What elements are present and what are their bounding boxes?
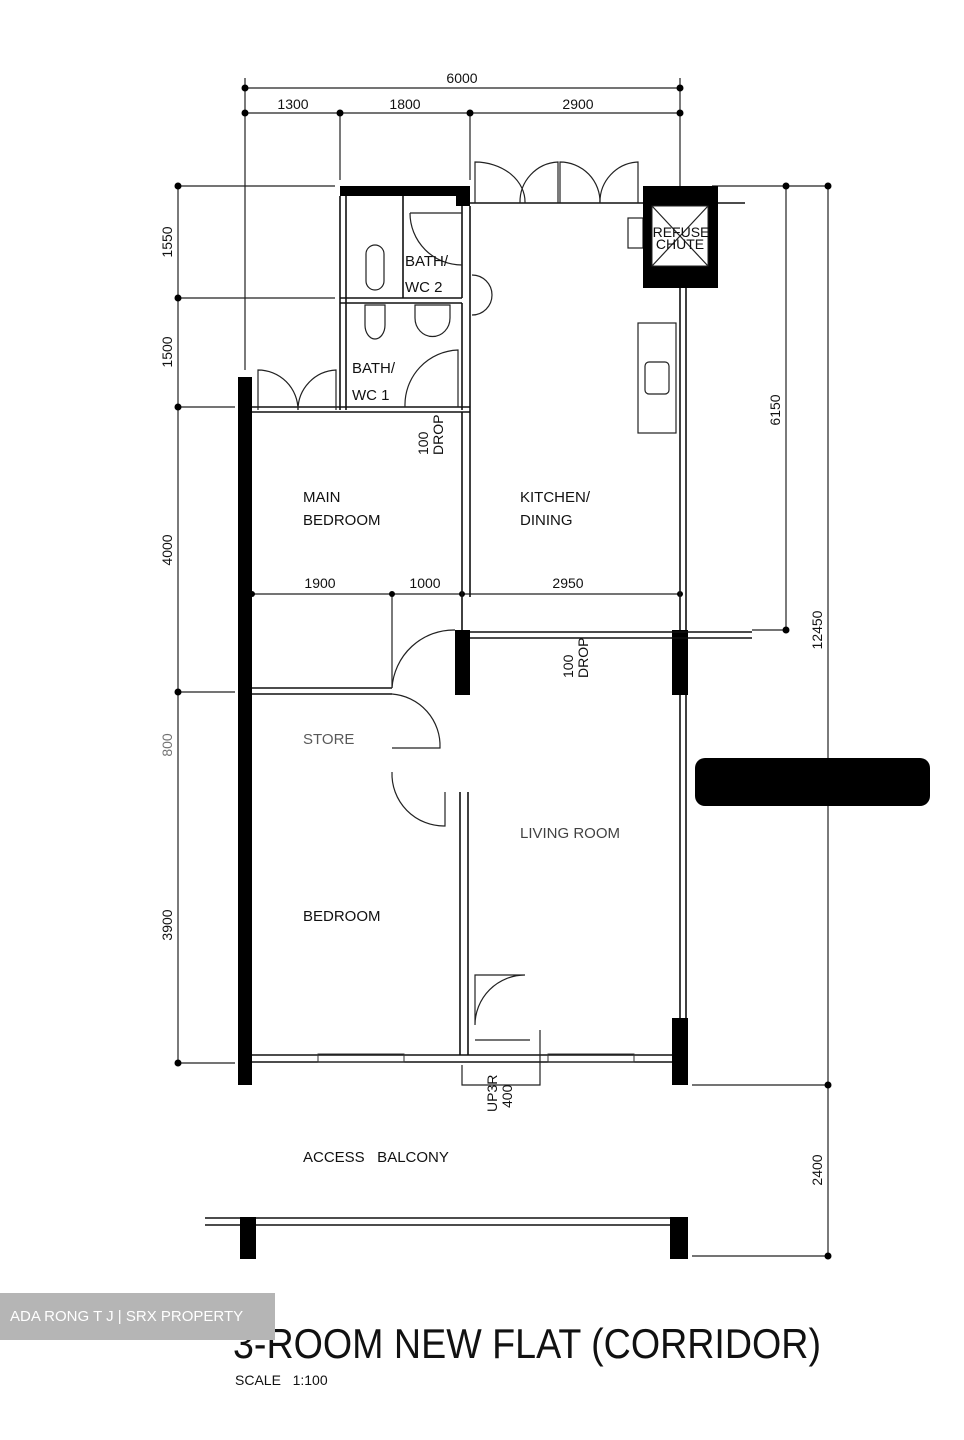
dim-2900: 2900: [562, 96, 593, 112]
dim-4000: 4000: [159, 534, 175, 565]
bath2-label: BATH/: [405, 253, 449, 270]
dim-6150: 6150: [767, 394, 783, 425]
dim-1550: 1550: [159, 226, 175, 257]
dim-1900: 1900: [304, 575, 335, 591]
bedroom-label: BEDROOM: [303, 908, 381, 925]
right-dimensions: 6150 12450 2400: [692, 182, 832, 1260]
bath1-label: BATH/: [352, 360, 396, 377]
dim-6000: 6000: [446, 70, 477, 86]
drop-note-1: 100: [415, 431, 431, 455]
top-dimensions: 6000 1300 1800 2900: [241, 70, 684, 370]
walls: [205, 186, 752, 1259]
left-dimensions: 1550 1500 4000 800 3900: [159, 182, 335, 1067]
main-bedroom-label-2: BEDROOM: [303, 512, 381, 529]
drop-note-2b: DROP: [575, 638, 591, 678]
dim-3900: 3900: [159, 909, 175, 940]
kitchen-label: KITCHEN/: [520, 489, 591, 506]
dim-1800: 1800: [389, 96, 420, 112]
wc1-label: WC 1: [352, 387, 390, 404]
dim-1300: 1300: [277, 96, 308, 112]
up-note-b: 400: [499, 1084, 515, 1108]
dim-800: 800: [159, 733, 175, 757]
mid-dimensions: 1900 1000 2950: [249, 575, 683, 688]
dim-1000: 1000: [409, 575, 440, 591]
plan-scale: SCALE 1:100: [235, 1372, 328, 1388]
doors: [257, 161, 677, 1086]
refuse-chute: REFUSE CHUTE: [643, 186, 718, 288]
drop-note-2: 100: [560, 654, 576, 678]
dim-12450: 12450: [809, 610, 825, 649]
notes: 100 DROP 100 DROP UP3R 400: [415, 415, 591, 1112]
drop-note-1b: DROP: [430, 415, 446, 455]
dim-2950: 2950: [552, 575, 583, 591]
living-room-label: LIVING ROOM: [520, 825, 620, 842]
redacted-label: [695, 758, 930, 806]
dim-1500: 1500: [159, 336, 175, 367]
dining-label: DINING: [520, 512, 573, 529]
access-balcony-label: ACCESS BALCONY: [303, 1149, 449, 1166]
dim-2400: 2400: [809, 1154, 825, 1185]
store-label: STORE: [303, 731, 354, 748]
main-bedroom-label: MAIN: [303, 489, 341, 506]
plan-title: 3-ROOM NEW FLAT (CORRIDOR): [233, 1320, 821, 1367]
up-note: UP3R: [484, 1075, 500, 1112]
chute-label: CHUTE: [656, 236, 704, 252]
wc2-label: WC 2: [405, 279, 443, 296]
watermark: ADA RONG T J | SRX PROPERTY: [0, 1293, 275, 1340]
refuse-label: REFUSE: [653, 224, 710, 240]
room-labels: BATH/ WC 2 BATH/ WC 1 MAIN BEDROOM KITCH…: [303, 253, 620, 1166]
